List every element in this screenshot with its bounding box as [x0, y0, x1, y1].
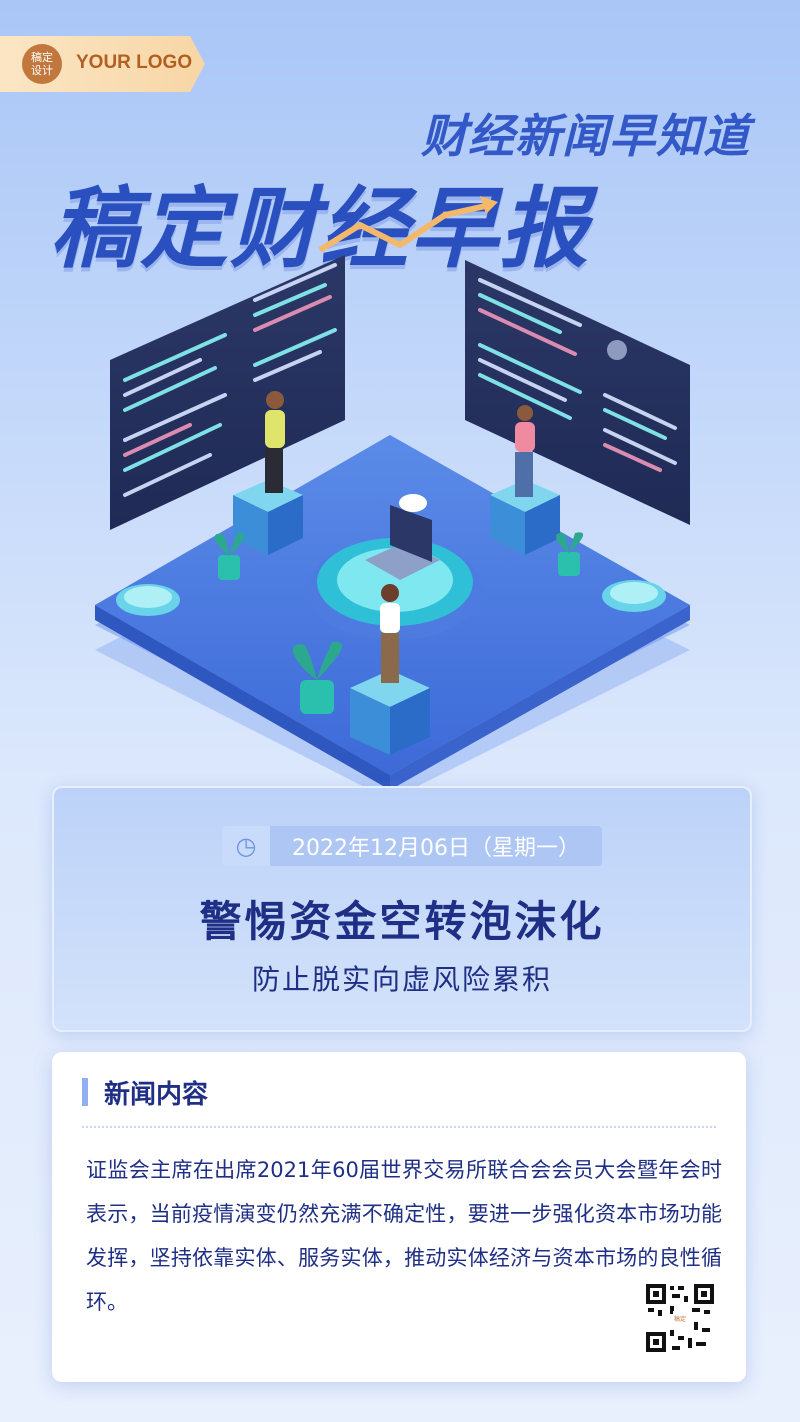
news-content-card: 新闻内容 证监会主席在出席2021年60届世界交易所联合会会员大会暨年会时表示，… [52, 1052, 746, 1382]
clock-icon: ◷ [222, 826, 270, 866]
person-right [515, 405, 535, 497]
page-title: 稿定财经早报 [50, 177, 591, 280]
pedestal-front [350, 670, 430, 755]
page-subtitle: 财经新闻早知道 [421, 109, 750, 163]
section-accent-bar [82, 1078, 88, 1106]
headline-banner: ◷ 2022年12月06日（星期一） 警惕资金空转泡沫化 防止脱实向虚风险累积 [52, 786, 752, 1032]
trend-arrow-icon [318, 202, 491, 253]
person-center [380, 584, 400, 683]
date-text: 2022年12月06日（星期一） [292, 836, 580, 861]
person-left [265, 391, 285, 493]
plant-icon [292, 641, 343, 714]
sub-headline: 防止脱实向虚风险累积 [251, 963, 552, 996]
isometric-scene-illustration [95, 196, 690, 800]
right-data-screen [465, 260, 690, 525]
date-box: ◷ 2022年12月06日（星期一） [222, 826, 602, 866]
headline: 警惕资金空转泡沫化 [199, 897, 605, 946]
qr-code-icon: 稿定 [644, 1282, 716, 1354]
news-body: 证监会主席在出席2021年60届世界交易所联合会会员大会暨年会时表示，当前疫情演… [86, 1158, 722, 1314]
plant-icon [214, 533, 245, 580]
logo-badge: 稿定 设计 [22, 44, 62, 84]
divider [82, 1126, 716, 1128]
section-title: 新闻内容 [104, 1080, 209, 1110]
logo-text: YOUR LOGO [76, 52, 193, 73]
plant-icon [556, 532, 584, 576]
left-data-screen [110, 255, 345, 530]
svg-text:稿定: 稿定 [674, 1315, 686, 1323]
